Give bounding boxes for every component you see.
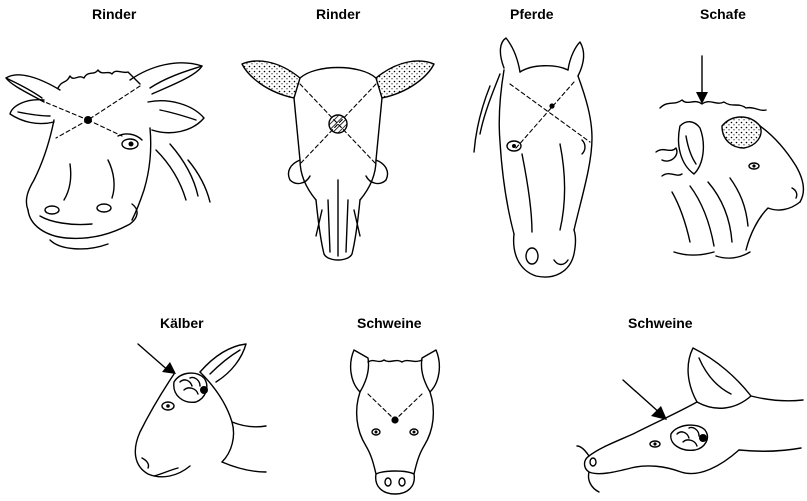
sheep-head-illustration bbox=[650, 56, 807, 281]
label-horse: Pferde bbox=[510, 6, 554, 22]
pig-side-illustration bbox=[575, 342, 807, 497]
cattle-head-illustration bbox=[0, 40, 225, 255]
label-calf: Kälber bbox=[160, 315, 204, 331]
label-cattle-skull: Rinder bbox=[316, 6, 360, 22]
label-pig-side: Schweine bbox=[628, 315, 693, 331]
cattle-skull-illustration bbox=[238, 40, 438, 270]
label-pig-front: Schweine bbox=[357, 315, 422, 331]
pig-front-illustration bbox=[340, 348, 450, 498]
label-sheep: Schafe bbox=[700, 6, 746, 22]
horse-head-illustration bbox=[470, 34, 610, 284]
calf-head-illustration bbox=[120, 342, 270, 484]
label-cattle-head: Rinder bbox=[92, 6, 136, 22]
